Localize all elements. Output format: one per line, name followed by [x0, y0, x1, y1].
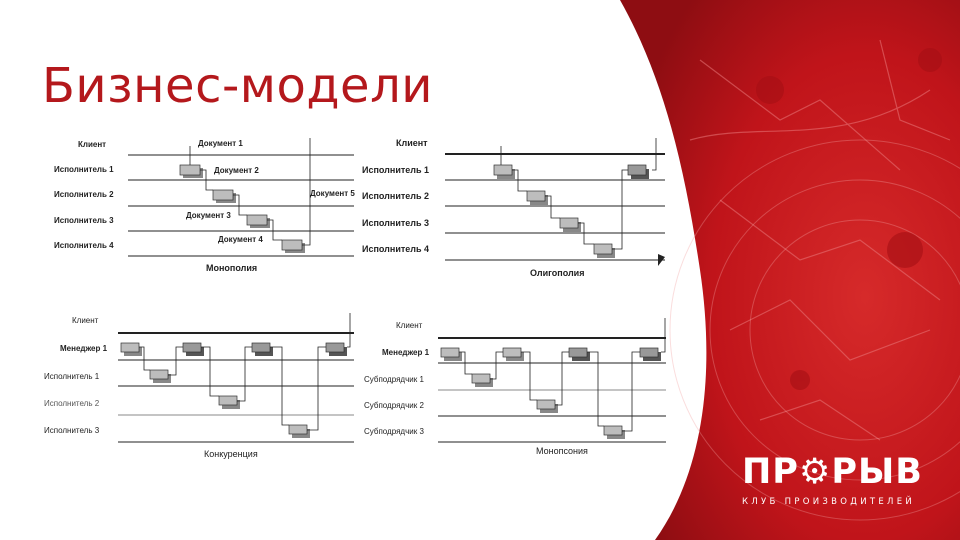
diagram-caption: Монополия — [206, 263, 257, 273]
row-label: Клиент — [78, 140, 106, 149]
row-label: Исполнитель 4 — [362, 244, 429, 254]
diagram-monopoly: Клиент Исполнитель 1 Исполнитель 2 Испол… — [54, 138, 355, 273]
row-label: Исполнитель 1 — [44, 372, 100, 381]
row-label: Клиент — [72, 316, 99, 325]
diagram-oligopoly: Клиент Исполнитель 1 Исполнитель 2 Испол… — [362, 138, 665, 278]
annotation: Документ 2 — [214, 166, 259, 175]
row-label: Исполнитель 2 — [54, 190, 114, 199]
row-label: Исполнитель 2 — [362, 191, 429, 201]
row-label: Клиент — [396, 321, 423, 330]
logo-tagline: КЛУБ ПРОИЗВОДИТЕЛЕЙ — [742, 497, 916, 507]
annotation: Документ 3 — [186, 211, 231, 220]
row-label: Субподрядчик 1 — [364, 375, 424, 384]
slide-title: Бизнес-модели — [42, 58, 433, 114]
diagram-caption: Монопсония — [536, 446, 588, 456]
diagram-monopsony: Клиент Менеджер 1 Субподрядчик 1 Субподр… — [364, 318, 666, 456]
row-label: Субподрядчик 2 — [364, 401, 424, 410]
row-label: Клиент — [396, 138, 428, 148]
diagram-competition: Клиент Менеджер 1 Исполнитель 1 Исполнит… — [44, 313, 354, 459]
row-label: Исполнитель 4 — [54, 241, 114, 250]
annotation: Документ 5 — [310, 189, 355, 198]
annotation: Документ 1 — [198, 139, 243, 148]
row-label: Менеджер 1 — [60, 344, 108, 353]
logo-wordmark: ПР⚙РЫВ — [742, 452, 923, 492]
row-label: Исполнитель 1 — [54, 165, 114, 174]
annotation: Документ 4 — [218, 235, 263, 244]
diagram-caption: Конкуренция — [204, 449, 258, 459]
row-label: Исполнитель 3 — [362, 218, 429, 228]
row-label: Исполнитель 3 — [44, 426, 100, 435]
row-label: Исполнитель 1 — [362, 165, 429, 175]
row-label: Исполнитель 3 — [54, 216, 114, 225]
row-label: Исполнитель 2 — [44, 399, 100, 408]
diagram-caption: Олигополия — [530, 268, 584, 278]
row-label: Менеджер 1 — [382, 348, 430, 357]
row-label: Субподрядчик 3 — [364, 427, 424, 436]
